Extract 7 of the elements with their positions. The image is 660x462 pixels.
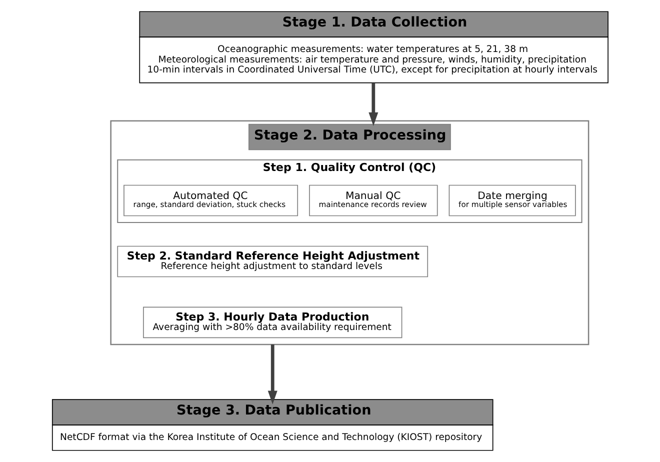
node-box: Step 3. Hourly Data Production Averaging with >80% data availability requirement: [143, 306, 402, 338]
node-box: Manual QC maintenance records review: [309, 184, 438, 216]
arrow: [368, 82, 378, 126]
arrow: [268, 344, 278, 404]
node-box: Automated QC range, standard deviation, stuck checks: [124, 184, 298, 216]
node-box: Step 2. Standard Reference Height Adjustment Reference height adjustment to standard levels: [117, 246, 428, 278]
node-box: Date merging for multiple sensor variables: [448, 184, 576, 216]
